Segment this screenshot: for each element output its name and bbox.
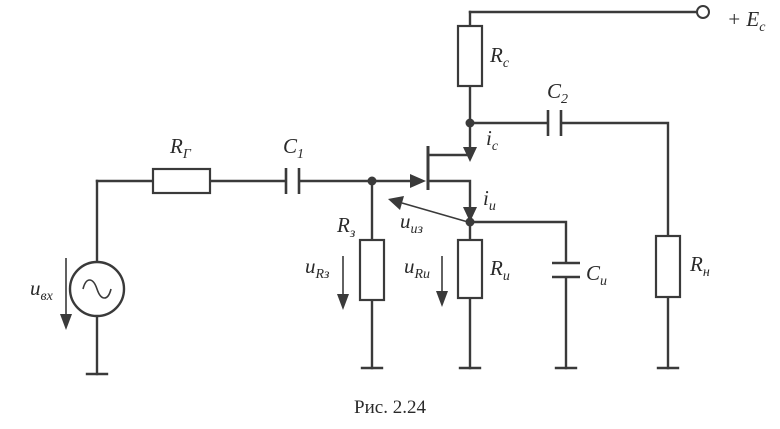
source-resistor <box>456 238 484 300</box>
capacitor-c1 <box>284 168 301 194</box>
drain-current-arrow-icon <box>463 147 477 162</box>
source-current-label: iи <box>483 186 496 214</box>
u-rsource-label: uRи <box>404 254 430 282</box>
u-rgate-arrow-icon <box>337 256 349 310</box>
junction-drain <box>465 118 475 128</box>
jfet-transistor <box>410 146 430 190</box>
figure-caption: Рис. 2.24 <box>354 397 426 418</box>
c2-label: C2 <box>547 79 568 107</box>
supply-terminal <box>696 5 710 19</box>
u-rsource-arrow-icon <box>436 256 448 307</box>
junction-gate <box>367 176 377 186</box>
u-in-arrow-icon <box>60 258 72 330</box>
generator-resistor-label: RГ <box>169 134 192 162</box>
source-wire <box>426 179 472 242</box>
u-gs-label: uиз <box>400 209 424 237</box>
gate-arrow-icon <box>410 174 426 188</box>
u-gs-arrow-icon <box>388 196 469 223</box>
input-voltage-label: uвх <box>30 276 54 304</box>
wires <box>95 10 699 376</box>
generator-resistor <box>151 167 212 195</box>
source-current-arrow-icon <box>463 207 477 222</box>
drain-resistor <box>456 24 484 88</box>
sine-icon <box>82 279 112 299</box>
c1-label: C1 <box>283 134 304 162</box>
c2-right-wire <box>560 121 670 238</box>
drain-current-label: ic <box>486 126 499 154</box>
source-capacitor-label: Cи <box>586 261 607 289</box>
source-cap-top-wire <box>468 220 568 264</box>
gate-resistor-label: Rз <box>336 213 356 241</box>
capacitor-c2 <box>546 110 563 136</box>
load-resistor-label: Rн <box>689 252 710 280</box>
supply-label: + Ec <box>727 7 766 35</box>
ac-source <box>68 260 126 318</box>
drain-resistor-label: Rc <box>489 43 510 71</box>
capacitor-cu <box>552 261 580 279</box>
u-rgate-label: uRз <box>305 254 330 282</box>
gate-resistor <box>358 238 386 302</box>
load-resistor <box>654 234 682 299</box>
grounds <box>85 366 680 376</box>
source-resistor-label: Rи <box>489 256 510 284</box>
